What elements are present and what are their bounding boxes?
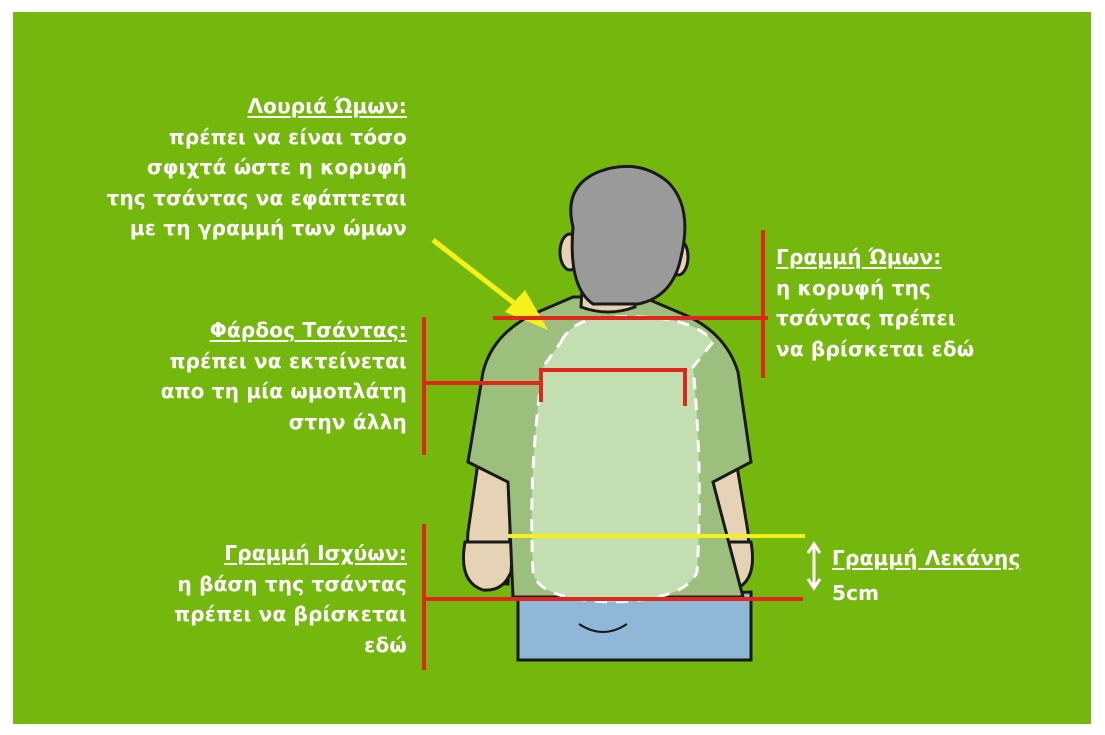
shoulder-line-title: Γραμμή Ώμων: — [776, 242, 974, 273]
bag-width-text-line: απο τη μία ωμοπλάτη — [161, 376, 407, 407]
shoulder-line-text-line: να βρίσκεται εδώ — [776, 334, 974, 365]
pelvis-line-callout: Γραμμή Λεκάνης — [832, 543, 1021, 574]
person-left-hand — [463, 542, 513, 590]
hip-line-callout: Γραμμή Ισχύων: η βάση της τσάντας πρέπει… — [174, 538, 407, 660]
bag-width-text-line: στην άλλη — [161, 407, 407, 438]
distance-callout: 5cm — [832, 578, 879, 609]
person-hair — [571, 166, 685, 304]
bag-width-callout: Φάρδος Τσάντας: πρέπει να εκτείνεται απο… — [161, 315, 407, 437]
bag-width-text-line: πρέπει να εκτείνεται — [161, 346, 407, 377]
person-jeans — [518, 592, 751, 660]
hip-line-title: Γραμμή Ισχύων: — [174, 538, 407, 569]
hip-line-text-line: εδώ — [174, 630, 407, 661]
diagram-panel: Λουριά Ώμων: πρέπει να είναι τόσο σφιχτά… — [13, 12, 1091, 724]
backpack-outline — [532, 317, 713, 602]
hip-line-text-line: πρέπει να βρίσκεται — [174, 599, 407, 630]
pelvis-line-title: Γραμμή Λεκάνης — [832, 543, 1021, 574]
shoulder-straps-text-line: πρέπει να είναι τόσο — [106, 122, 407, 153]
hip-line-text-line: η βάση της τσάντας — [174, 569, 407, 600]
shoulder-line-text-line: η κορυφή της — [776, 273, 974, 304]
shoulder-line-text-line: τσάντας πρέπει — [776, 303, 974, 334]
shoulder-straps-title: Λουριά Ώμων: — [106, 91, 407, 122]
shoulder-straps-callout: Λουριά Ώμων: πρέπει να είναι τόσο σφιχτά… — [106, 91, 407, 244]
distance-value: 5cm — [832, 578, 879, 609]
shoulder-line-callout: Γραμμή Ώμων: η κορυφή της τσάντας πρέπει… — [776, 242, 974, 364]
shoulder-straps-text-line: σφιχτά ώστε η κορυφή — [106, 152, 407, 183]
shoulder-straps-text-line: με τη γραμμή των ώμων — [106, 213, 407, 244]
shoulder-straps-text-line: της τσάντας να εφάπτεται — [106, 183, 407, 214]
bag-width-title: Φάρδος Τσάντας: — [161, 315, 407, 346]
strap-pointer-arrow-line — [433, 240, 523, 310]
